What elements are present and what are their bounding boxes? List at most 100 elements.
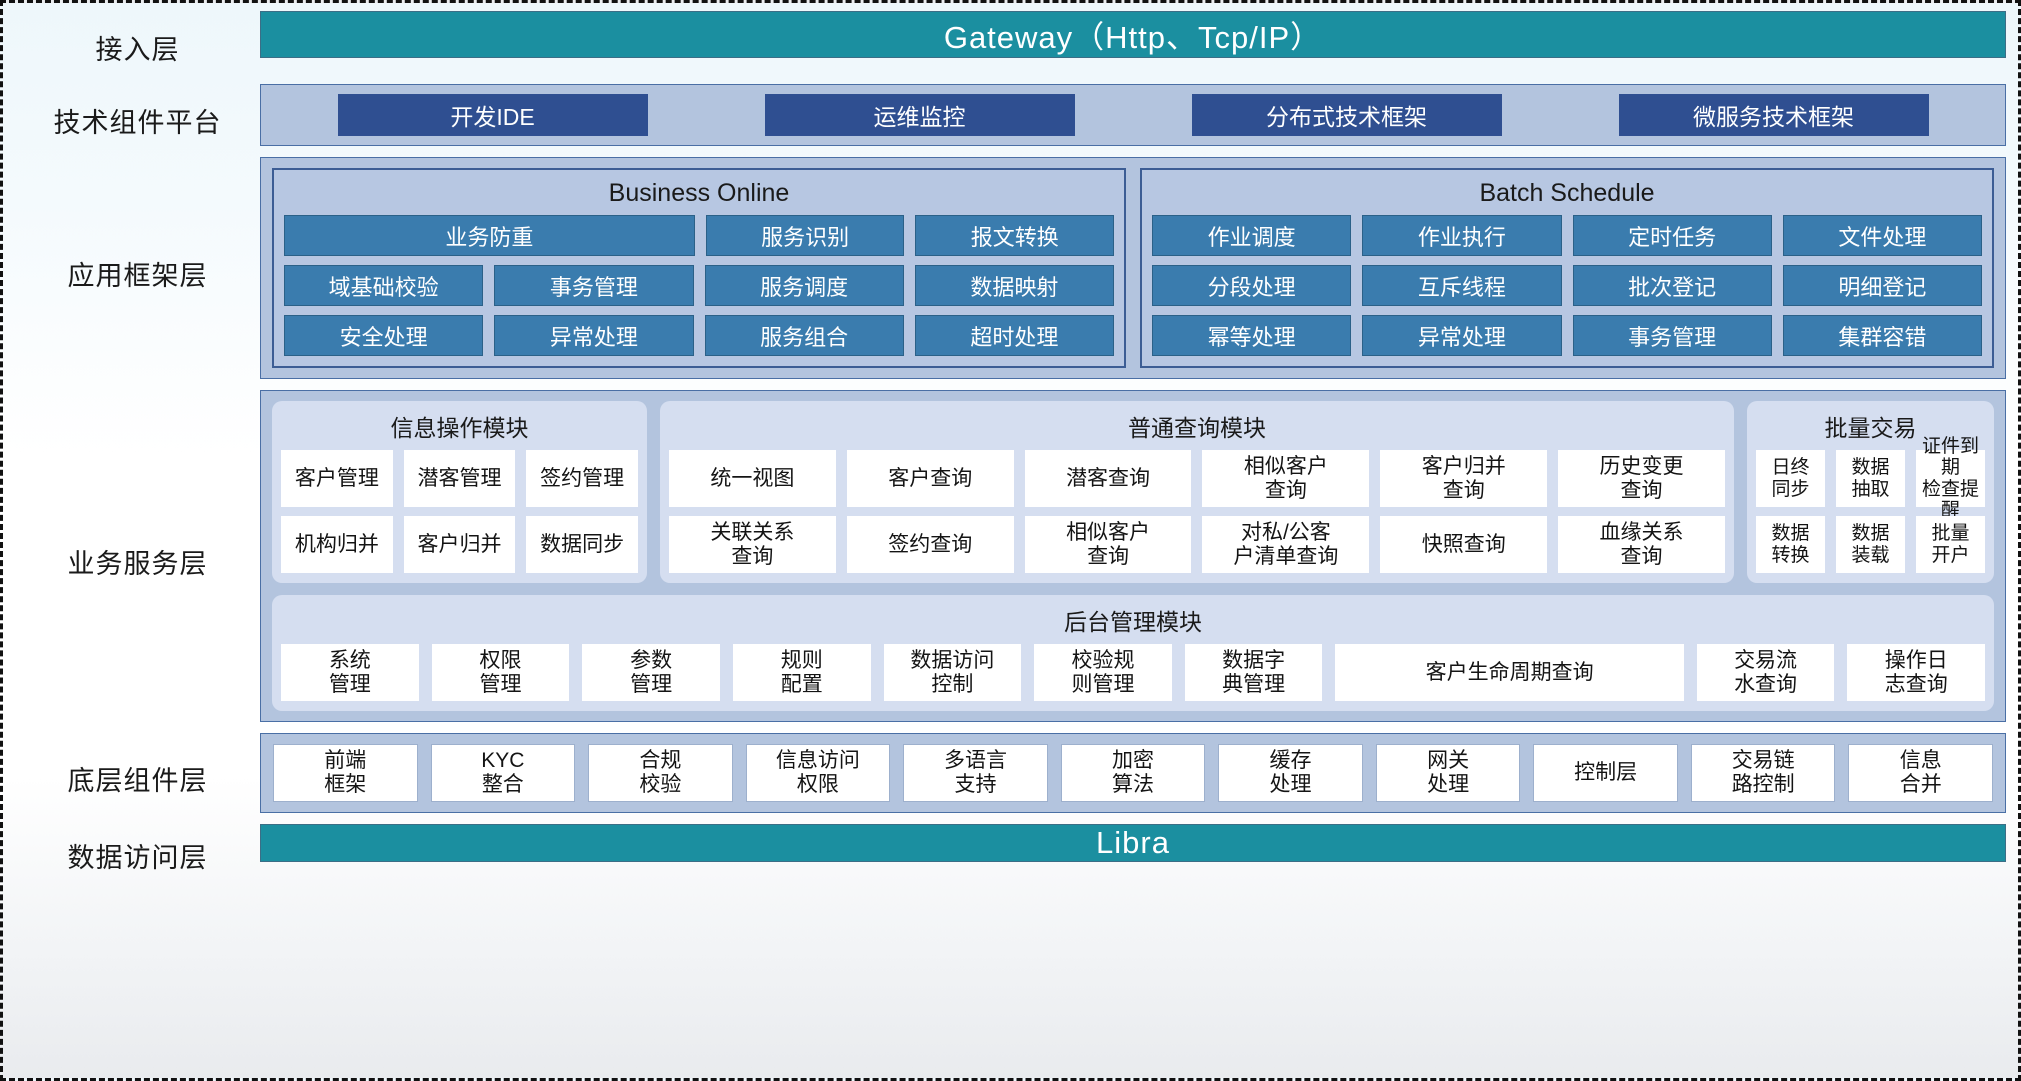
bottom-component-cell[interactable]: 信息访问权限 — [745, 744, 891, 802]
service-module-cell[interactable]: 血缘关系查询 — [1558, 516, 1725, 573]
service-module-row: 统一视图客户查询潜客查询相似客户查询客户归并查询历史变更查询 — [669, 450, 1725, 507]
service-module-cell[interactable]: 数据抽取 — [1836, 450, 1905, 507]
app-framework-cell[interactable]: 集群容错 — [1782, 315, 1982, 356]
tech-platform-button[interactable]: 运维监控 — [764, 94, 1075, 136]
tech-platform-button[interactable]: 开发IDE — [337, 94, 648, 136]
layer-access: 接入层 Gateway（Http、Tcp/IP） — [15, 11, 2006, 84]
app-framework-row: 分段处理互斥线程批次登记明细登记 — [1152, 265, 1982, 306]
admin-module-cells: 系统管理权限管理参数管理规则配置数据访问控制校验规则管理数据字典管理客户生命周期… — [281, 644, 1986, 701]
layer-tech-platform: 技术组件平台 开发IDE 运维监控 分布式技术框架 微服务技术框架 — [15, 84, 2006, 157]
service-modules-row: 信息操作模块客户管理潜客管理签约管理机构归并客户归并数据同步 普通查询模块统一视图… — [272, 401, 1994, 583]
admin-module-title: 后台管理模块 — [1064, 609, 1202, 635]
service-module-cell[interactable]: 统一视图 — [669, 450, 836, 507]
app-framework-row: 域基础校验事务管理服务调度数据映射 — [284, 265, 1114, 306]
service-module-cell[interactable]: 客户查询 — [846, 450, 1014, 507]
admin-module-cell[interactable]: 操作日志查询 — [1847, 644, 1986, 701]
app-framework-cell[interactable]: 异常处理 — [494, 315, 694, 356]
libra-bar: Libra — [260, 824, 2006, 862]
app-framework-panel: Business Online 业务防重服务识别报文转换域基础校验事务管理服务调度… — [272, 168, 1126, 368]
layer-data-access: 数据访问层 Libra — [15, 824, 2006, 886]
app-framework-cell[interactable]: 数据映射 — [914, 265, 1114, 306]
app-framework-cell[interactable]: 文件处理 — [1782, 215, 1982, 256]
service-module-title: 信息操作模块 — [390, 415, 529, 441]
tech-platform-button[interactable]: 分布式技术框架 — [1191, 94, 1502, 136]
service-module-cell[interactable]: 数据同步 — [526, 516, 639, 573]
service-module-cell[interactable]: 批量开户 — [1916, 516, 1985, 573]
business-service-band: 信息操作模块客户管理潜客管理签约管理机构归并客户归并数据同步 普通查询模块统一视图… — [260, 390, 2006, 722]
app-framework-cell[interactable]: 业务防重 — [284, 215, 695, 256]
app-framework-cell[interactable]: 域基础校验 — [284, 265, 484, 306]
bottom-component-cell[interactable]: 缓存处理 — [1218, 744, 1363, 802]
app-framework-cell[interactable]: 服务调度 — [704, 265, 904, 306]
app-framework-cell[interactable]: 明细登记 — [1782, 265, 1982, 306]
layer-label-business-service: 业务服务层 — [67, 549, 208, 579]
service-module-cell[interactable]: 历史变更查询 — [1558, 450, 1725, 507]
service-module-cell[interactable]: 证件到期检查提醒 — [1916, 436, 1985, 521]
service-module-cell[interactable]: 数据转换 — [1756, 516, 1825, 573]
app-framework-cell[interactable]: 服务组合 — [704, 315, 904, 356]
app-framework-cell[interactable]: 互斥线程 — [1362, 265, 1562, 306]
service-module-row: 关联关系查询签约查询相似客户查询对私/公客户清单查询快照查询血缘关系查询 — [669, 516, 1725, 573]
admin-module-cell[interactable]: 参数管理 — [582, 644, 720, 701]
bottom-component-cell[interactable]: 交易链路控制 — [1690, 744, 1836, 802]
tech-platform-button[interactable]: 微服务技术框架 — [1618, 94, 1929, 136]
app-framework-cell[interactable]: 批次登记 — [1572, 265, 1772, 306]
admin-module-cell[interactable]: 规则配置 — [732, 644, 871, 701]
service-module-cell[interactable]: 客户归并 — [403, 516, 516, 573]
app-framework-panel-title: Batch Schedule — [1479, 179, 1655, 207]
bottom-component-cell[interactable]: 加密算法 — [1060, 744, 1206, 802]
admin-module-cell[interactable]: 系统管理 — [281, 644, 419, 701]
service-module-cell[interactable]: 客户归并查询 — [1380, 450, 1548, 507]
app-framework-panel-title: Business Online — [608, 179, 790, 207]
admin-module-cell[interactable]: 数据访问控制 — [883, 644, 1022, 701]
bottom-component-cell[interactable]: 控制层 — [1533, 744, 1678, 802]
service-module-cell[interactable]: 关联关系查询 — [669, 516, 836, 573]
service-module-cell[interactable]: 相似客户查询 — [1024, 516, 1192, 573]
bottom-component-cell[interactable]: 多语言支持 — [903, 744, 1048, 802]
service-module-cell[interactable]: 快照查询 — [1380, 516, 1548, 573]
service-module-cell[interactable]: 数据装载 — [1836, 516, 1905, 573]
app-framework-cell[interactable]: 服务识别 — [705, 215, 905, 256]
service-module-cell[interactable]: 签约查询 — [846, 516, 1014, 573]
admin-module-cell[interactable]: 数据字典管理 — [1184, 644, 1323, 701]
app-framework-cell[interactable]: 报文转换 — [915, 215, 1114, 256]
app-framework-row: 幂等处理异常处理事务管理集群容错 — [1152, 315, 1982, 356]
service-module-cell[interactable]: 对私/公客户清单查询 — [1202, 516, 1370, 573]
service-module-title: 批量交易 — [1824, 415, 1917, 441]
admin-module-cell[interactable]: 客户生命周期查询 — [1335, 644, 1684, 701]
app-framework-cell[interactable]: 分段处理 — [1152, 265, 1352, 306]
service-module: 批量交易日终同步数据抽取证件到期检查提醒数据转换数据装载批量开户 — [1747, 401, 1994, 583]
app-framework-cell[interactable]: 超时处理 — [914, 315, 1114, 356]
app-framework-row: 作业调度作业执行定时任务文件处理 — [1152, 215, 1982, 256]
app-framework-cell[interactable]: 异常处理 — [1362, 315, 1562, 356]
service-module-cell[interactable]: 签约管理 — [526, 450, 639, 507]
bottom-component-cell[interactable]: 信息合并 — [1848, 744, 1994, 802]
app-framework-cell[interactable]: 定时任务 — [1572, 215, 1772, 256]
service-module-cell[interactable]: 潜客查询 — [1024, 450, 1192, 507]
admin-module-cell[interactable]: 权限管理 — [431, 644, 570, 701]
bottom-component-cell[interactable]: 合规校验 — [588, 744, 733, 802]
service-module: 信息操作模块客户管理潜客管理签约管理机构归并客户归并数据同步 — [272, 401, 647, 583]
app-framework-cell[interactable]: 作业调度 — [1152, 215, 1352, 256]
service-module-cell[interactable]: 机构归并 — [281, 516, 393, 573]
layer-label-bottom-components: 底层组件层 — [67, 766, 208, 796]
service-module-title: 普通查询模块 — [1128, 415, 1266, 441]
app-framework-cell[interactable]: 事务管理 — [1572, 315, 1772, 356]
service-module-cell[interactable]: 潜客管理 — [403, 450, 516, 507]
admin-module-cell[interactable]: 交易流水查询 — [1696, 644, 1835, 701]
app-framework-cell[interactable]: 作业执行 — [1362, 215, 1562, 256]
app-framework-cell[interactable]: 安全处理 — [284, 315, 484, 356]
service-module-cell[interactable]: 相似客户查询 — [1202, 450, 1370, 507]
admin-module-cell[interactable]: 校验规则管理 — [1034, 644, 1172, 701]
service-module-cell[interactable]: 客户管理 — [281, 450, 393, 507]
bottom-component-cell[interactable]: 网关处理 — [1375, 744, 1521, 802]
bottom-component-cell[interactable]: 前端框架 — [273, 744, 418, 802]
app-framework-cell[interactable]: 幂等处理 — [1152, 315, 1352, 356]
service-module-cell[interactable]: 日终同步 — [1756, 450, 1825, 507]
layer-label-tech-platform: 技术组件平台 — [53, 108, 222, 138]
app-framework-cell[interactable]: 事务管理 — [494, 265, 694, 306]
app-framework-row: 安全处理异常处理服务组合超时处理 — [284, 315, 1114, 356]
